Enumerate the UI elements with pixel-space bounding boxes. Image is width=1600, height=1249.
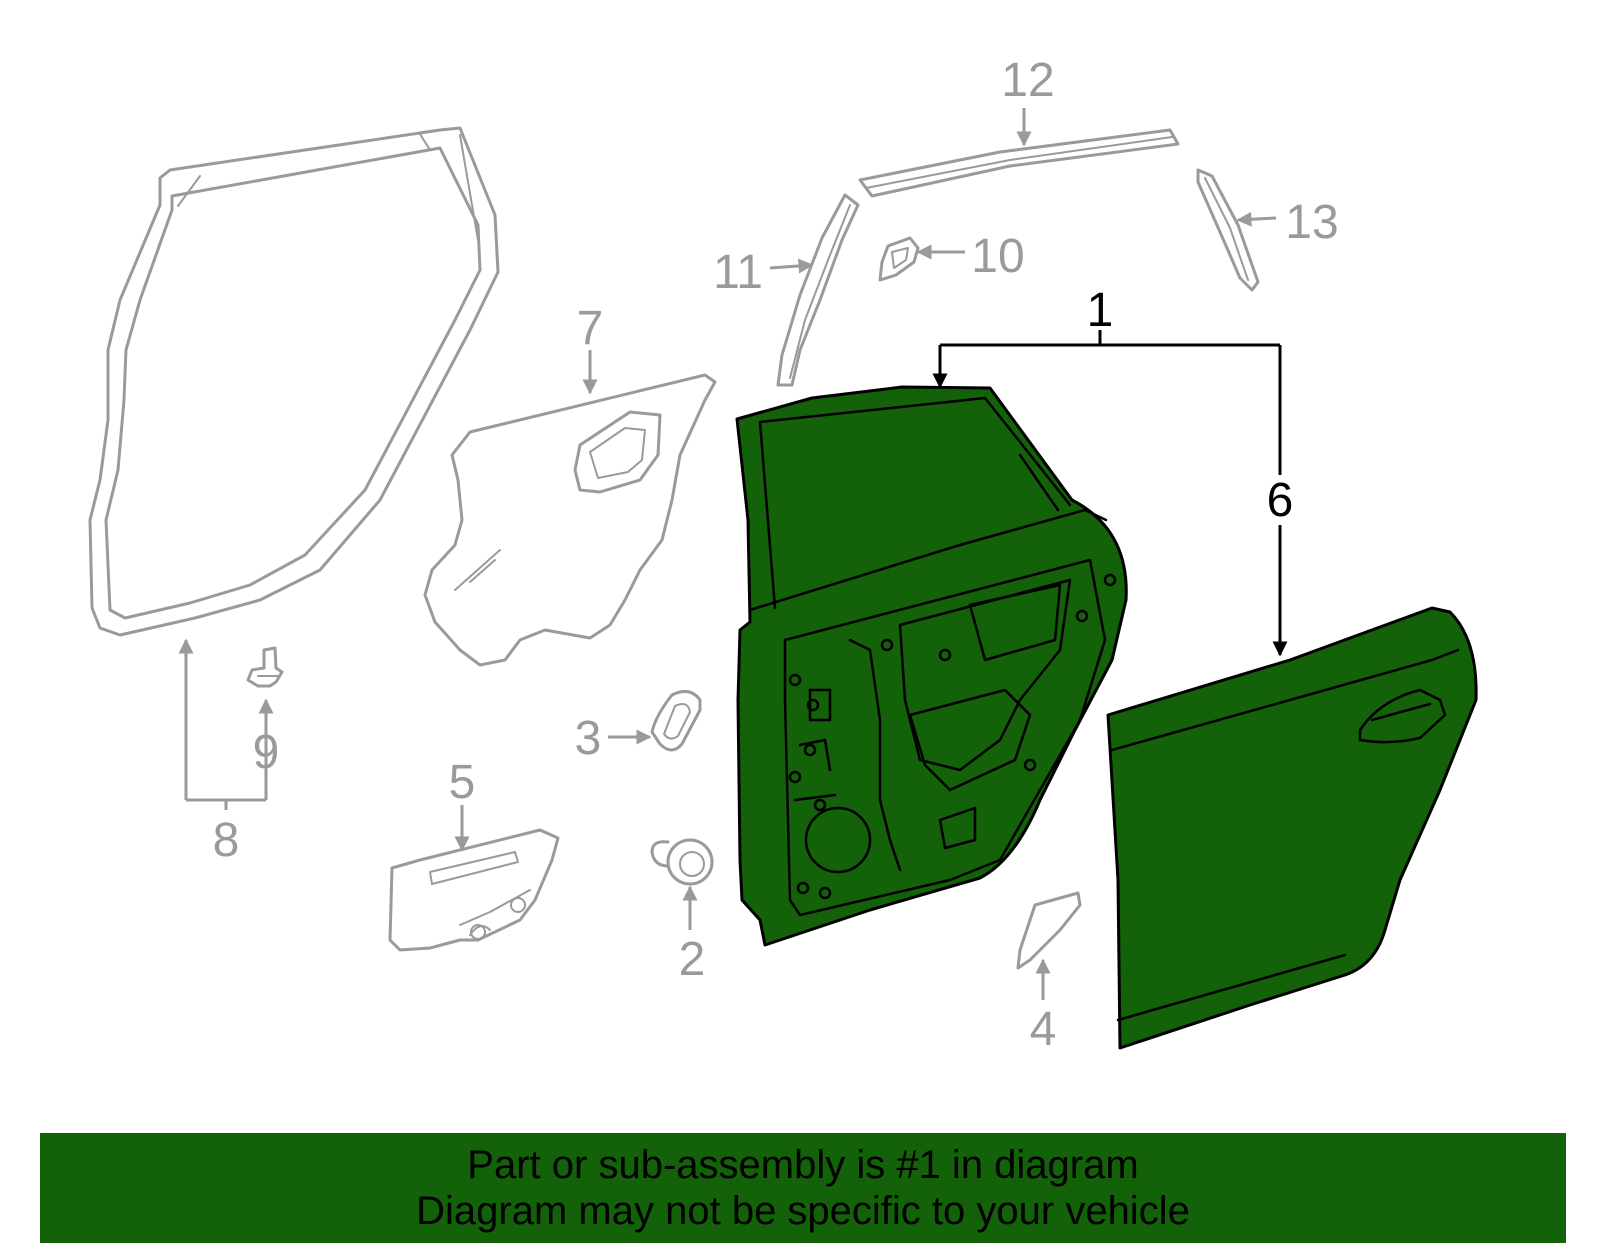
part-6-outer-panel <box>1106 606 1478 1050</box>
part-10-clip <box>878 236 920 282</box>
part-12-belt-molding <box>858 128 1180 198</box>
callout-12: 12 <box>1001 54 1054 107</box>
callout-1: 1 <box>1087 284 1114 337</box>
part-1-door-shell <box>735 385 1128 947</box>
info-banner: Part or sub-assembly is #1 in diagram Di… <box>40 1133 1566 1243</box>
part-11-sash-molding <box>776 193 860 387</box>
banner-line-1: Part or sub-assembly is #1 in diagram <box>467 1143 1139 1187</box>
part-7-service-cover <box>423 373 717 667</box>
callout-4: 4 <box>1030 1003 1057 1056</box>
banner-background <box>40 1133 1566 1243</box>
part-5-check-assembly <box>388 828 560 952</box>
banner-line-2: Diagram may not be specific to your vehi… <box>416 1189 1190 1233</box>
callout-9: 9 <box>253 726 280 779</box>
leader-lines <box>178 108 1288 1000</box>
callout-13: 13 <box>1285 196 1338 249</box>
callout-5: 5 <box>449 756 476 809</box>
callout-8: 8 <box>213 814 240 867</box>
callout-11: 11 <box>713 246 763 299</box>
part-9-clip <box>246 646 284 688</box>
part-8-weatherstrip <box>88 126 500 637</box>
callout-7: 7 <box>577 302 604 355</box>
callout-10: 10 <box>971 230 1024 283</box>
part-4-cover <box>1016 891 1082 970</box>
part-2-plug <box>650 838 714 886</box>
callout-6: 6 <box>1267 474 1294 527</box>
callout-3: 3 <box>575 712 602 765</box>
callout-2: 2 <box>679 933 706 986</box>
part-13-rear-molding <box>1196 168 1260 292</box>
part-3-grommet <box>650 689 702 752</box>
